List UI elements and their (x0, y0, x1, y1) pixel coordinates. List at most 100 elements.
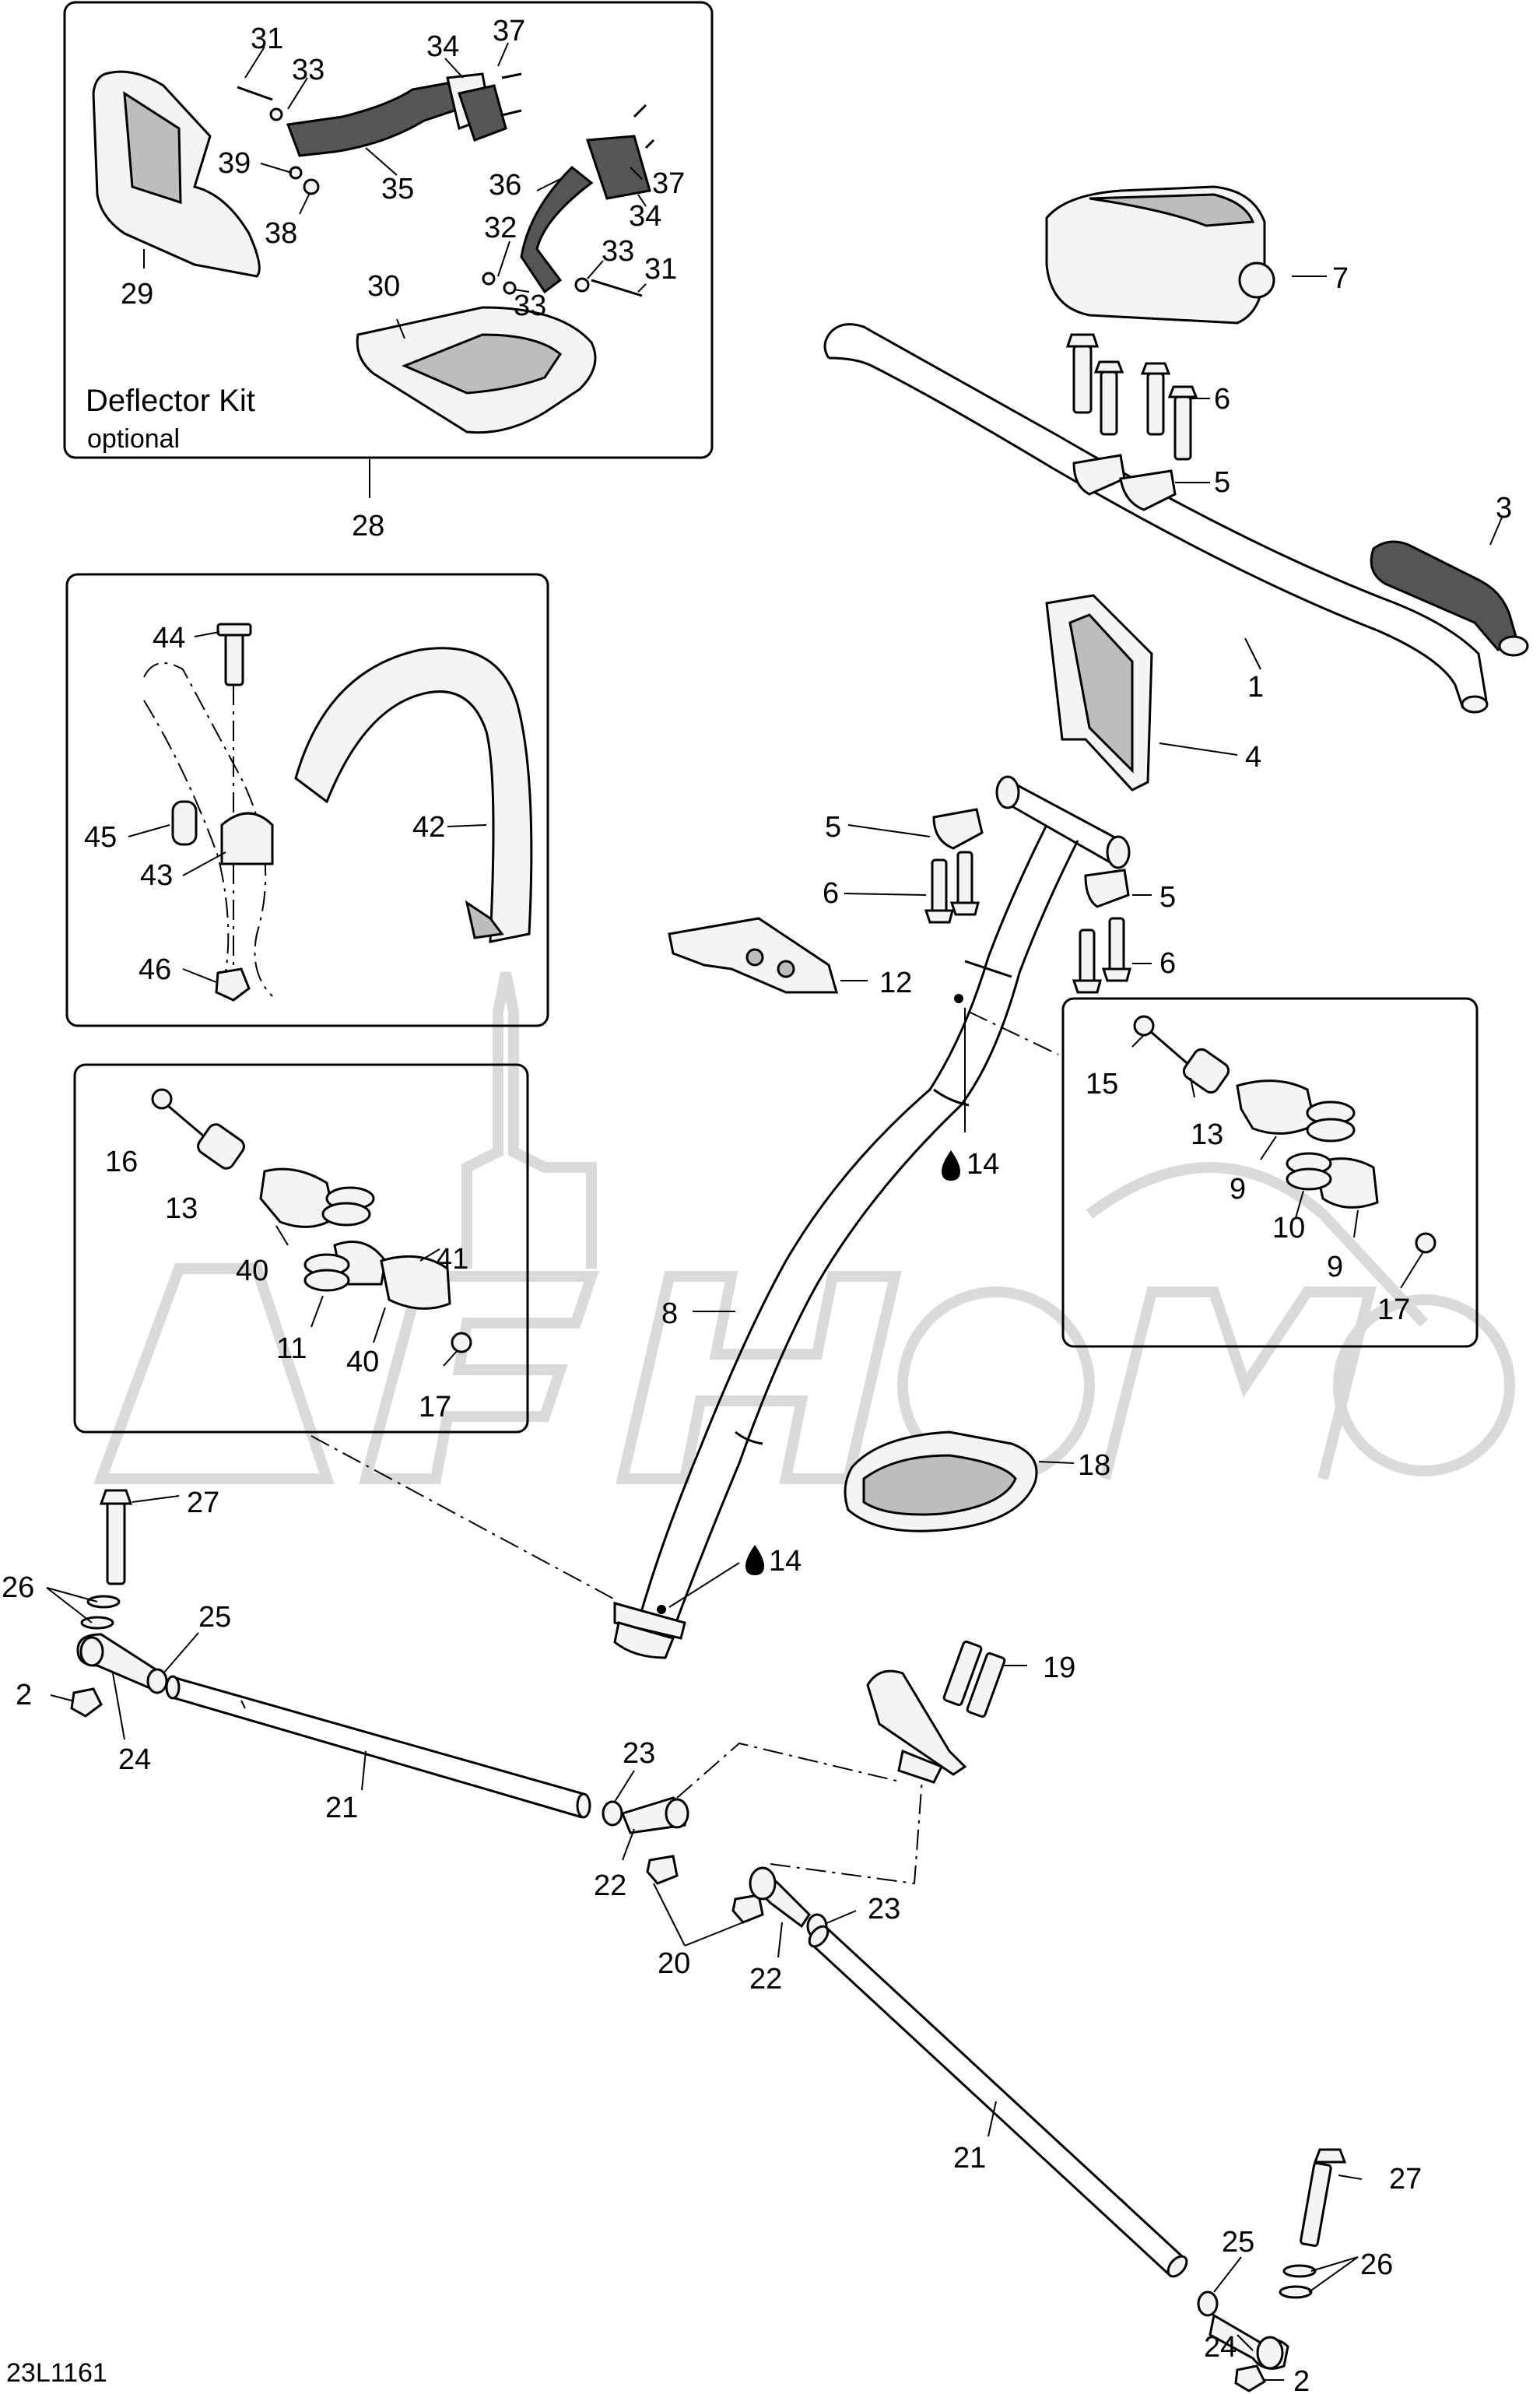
callout-28: 28 (352, 510, 384, 542)
part-43-44-45-46 (171, 623, 274, 1002)
callout-numbers: 1 2 2 3 4 5 5 5 6 6 6 7 8 9 9 10 11 12 1… (2, 15, 1512, 2394)
callout-24-left: 24 (118, 1743, 151, 1776)
right-clamp-leaders (1131, 1034, 1423, 1289)
part-3-grip (1370, 540, 1529, 657)
dashdot-left-to-column (310, 1435, 616, 1600)
callout-39: 39 (218, 147, 251, 180)
callout-9-right: 9 (1327, 1251, 1343, 1283)
part-42-hand-guard (294, 647, 533, 943)
part-22-upper-tie-rod-end (621, 1796, 689, 1834)
callout-6-upper: 6 (1214, 383, 1230, 416)
callout-34-upper: 34 (426, 30, 459, 63)
deflector-leaders (143, 42, 647, 498)
callout-7: 7 (1332, 262, 1349, 295)
tie-rod-leaders (46, 1495, 1363, 2381)
callout-45: 45 (84, 821, 117, 854)
callout-20: 20 (658, 1947, 690, 1980)
callout-18: 18 (1078, 1449, 1110, 1482)
callout-25-left: 25 (198, 1601, 231, 1634)
callout-26-left: 26 (2, 1571, 34, 1604)
callout-30: 30 (367, 270, 400, 303)
callout-27-left: 27 (187, 1487, 219, 1519)
callout-29: 29 (121, 278, 153, 311)
callout-9-left: 9 (1230, 1173, 1246, 1206)
callout-13-right: 13 (1191, 1118, 1223, 1151)
part-4-riser (1045, 594, 1153, 792)
callout-22-lower: 22 (749, 1963, 782, 1996)
dashdot-bracket-2 (770, 1778, 923, 1885)
deflector-kit-frame (63, 1, 714, 459)
callout-4: 4 (1245, 741, 1261, 774)
callout-5-mid-right: 5 (1159, 881, 1176, 914)
deflector-kit-title: Deflector Kit (86, 384, 255, 418)
callout-8: 8 (661, 1297, 678, 1330)
leader-18 (1038, 1461, 1075, 1464)
callout-17-left: 17 (419, 1391, 451, 1423)
callout-2-right: 2 (1293, 2365, 1310, 2394)
callout-14-upper: 14 (966, 1148, 999, 1181)
part-25-right-nut (1197, 2290, 1219, 2317)
oil-drop-icon (745, 1545, 764, 1575)
dashdot-right-box (968, 1011, 1059, 1055)
callout-23-lower: 23 (868, 1893, 900, 1925)
right-clamp-assembly (1133, 1015, 1437, 1254)
callout-19: 19 (1043, 1652, 1075, 1684)
callout-12: 12 (879, 967, 912, 999)
callout-40-left: 40 (236, 1255, 268, 1287)
upper-bolts-part-6 (1065, 333, 1198, 461)
callout-10: 10 (1272, 1212, 1305, 1244)
hand-guard-detail-frame (65, 573, 549, 1027)
part-24-right-tie-rod-end (1208, 2313, 1289, 2370)
callout-37-lower: 37 (652, 167, 685, 200)
callout-42: 42 (412, 811, 445, 844)
part-34-clamp-a (458, 84, 507, 142)
callout-5-mid-left: 5 (825, 811, 841, 844)
part-26-right-washers (1279, 2264, 1317, 2299)
callout-21-lower: 21 (953, 2142, 986, 2175)
callout-27-right: 27 (1389, 2163, 1422, 2196)
part-23-upper-nut (602, 1800, 623, 1827)
callout-6-mid-left: 6 (823, 877, 839, 910)
upper-clamps-part-5 (1072, 454, 1177, 511)
callout-38: 38 (265, 217, 297, 250)
callout-24-right: 24 (1204, 2331, 1237, 2364)
callout-40-right: 40 (346, 1346, 379, 1378)
part-27-left-bolt (99, 1489, 133, 1585)
callout-17-right: 17 (1377, 1294, 1410, 1326)
part-20-nuts (646, 1855, 764, 1924)
callout-15: 15 (1086, 1068, 1118, 1100)
callout-5-upper: 5 (1214, 466, 1230, 499)
callout-16: 16 (105, 1146, 138, 1178)
part-35-bracket (286, 72, 492, 157)
mid-clamps-part-5 (932, 808, 1130, 908)
part-27-right-bolt (1300, 2148, 1347, 2247)
part-24-left-tie-rod-end (76, 1633, 157, 1691)
part-29-deflector-left (92, 70, 261, 278)
left-clamp-detail-frame (73, 1063, 529, 1434)
callout-1: 1 (1247, 671, 1264, 704)
callout-25-right: 25 (1222, 2226, 1254, 2259)
part-21-lower-tie-rod (808, 1925, 1188, 2278)
callout-33-upper: 33 (292, 54, 324, 86)
callout-14-lower: 14 (769, 1545, 802, 1578)
part-30-deflector-right (356, 306, 597, 434)
part-21-upper-tie-rod (165, 1675, 591, 1819)
hand-guard-leaders (128, 631, 487, 983)
mid-bolts-part-6 (924, 851, 1131, 994)
part-2-left-nut (70, 1687, 103, 1718)
callout-34-lower: 34 (629, 200, 661, 233)
part-12-plate (668, 917, 838, 994)
callout-3: 3 (1496, 492, 1512, 525)
leader-6-mid-left (844, 893, 927, 896)
drawing-code: 23L1161 (6, 2358, 107, 2388)
left-clamp-assembly (151, 1088, 472, 1353)
right-clamp-detail-frame (1061, 997, 1479, 1348)
part-7-handlebar-pad (1045, 185, 1275, 325)
callout-33-mid: 33 (602, 235, 634, 268)
leader-14b (668, 1562, 740, 1608)
callout-41: 41 (436, 1243, 468, 1276)
callout-35: 35 (381, 173, 414, 205)
callout-22-upper: 22 (594, 1869, 626, 1902)
callout-32: 32 (484, 212, 517, 244)
part-8-steering-column (613, 775, 1131, 1659)
